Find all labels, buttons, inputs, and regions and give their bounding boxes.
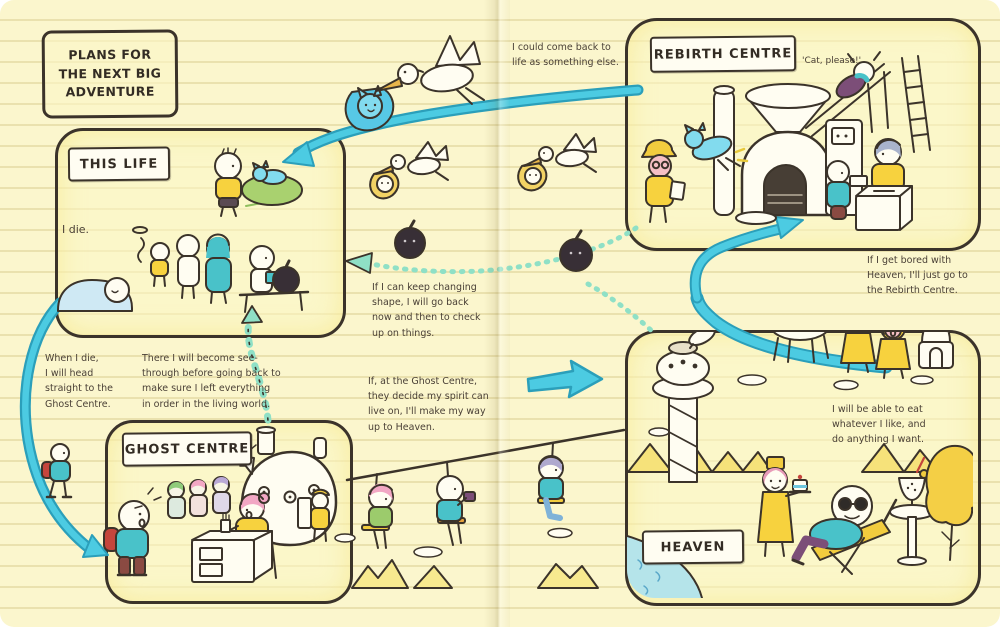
panel-heaven	[625, 330, 981, 606]
annotation-i-die: I die.	[62, 223, 90, 236]
spirit-ball-right	[559, 229, 593, 272]
annotation-bored: If I get bored with Heaven, I'll just go…	[867, 255, 968, 297]
spirit-ball-left	[394, 219, 426, 259]
dotted-trail-into-tower	[585, 281, 657, 336]
label-heaven: HEAVEN	[641, 529, 745, 565]
stork-with-baby-bundle-1	[369, 141, 449, 200]
annotation-see-through: There I will become see- through before …	[142, 353, 281, 410]
arrow-this-life-to-ghost	[19, 297, 109, 558]
zipline-ride	[334, 428, 626, 589]
traveller-to-ghost-centre	[41, 443, 73, 499]
annotation-cat-please: 'Cat, please!'	[802, 56, 862, 66]
annotation-changing-shape: If I can keep changing shape, I will go …	[372, 282, 481, 339]
annotation-come-back: I could come back to life as something e…	[512, 42, 619, 69]
annotation-eat-whatever: I will be able to eat whatever I like, a…	[832, 404, 926, 446]
stork-with-cat-bundle	[344, 35, 485, 132]
page-title: PLANS FOR THE NEXT BIG ADVENTURE	[41, 29, 179, 119]
dotted-arrow-rebirth-to-this-life	[345, 225, 639, 275]
arrow-ghost-to-heaven	[526, 359, 604, 399]
stork-with-baby-bundle-2	[517, 133, 597, 192]
label-ghost-centre: GHOST CENTRE	[121, 431, 253, 467]
annotation-spirit-live-on: If, at the Ghost Centre, they decide my …	[368, 376, 489, 433]
label-this-life: THIS LIFE	[67, 146, 171, 182]
annotation-when-i-die: When I die, I will head straight to the …	[45, 353, 113, 410]
